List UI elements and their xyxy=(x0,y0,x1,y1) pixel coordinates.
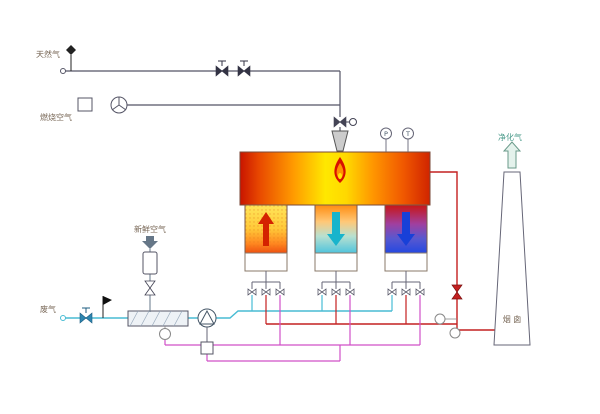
bed-1-valve-manifold xyxy=(247,271,285,345)
analyzer-instrument-2 xyxy=(449,327,461,339)
burner-assembly xyxy=(331,116,357,152)
air-intake-arrow-icon xyxy=(142,236,158,249)
inlet-valve-icon xyxy=(66,45,76,71)
inlet-filter xyxy=(127,310,189,327)
analyzer-instrument-1 xyxy=(434,313,457,325)
clean-gas-label: 净化气 xyxy=(498,132,522,142)
hot-gas-line xyxy=(266,171,495,331)
combustion-air-blower-icon xyxy=(110,96,128,114)
fuel-gas-piping: 天然气 燃烧空气 xyxy=(36,45,341,122)
fresh-air-branch: 新鲜空气 xyxy=(134,224,166,312)
bed-1-plenum xyxy=(244,252,288,272)
hot-gas-valve-icon xyxy=(451,284,463,300)
stack-label: 烟 囱 xyxy=(503,314,522,324)
valve-icon xyxy=(247,288,257,296)
fan-seal-pot xyxy=(200,327,214,355)
inlet-control-valve-icon xyxy=(79,307,93,324)
hot-gas-outlet-fittings xyxy=(434,284,463,339)
valve-icon xyxy=(415,288,425,296)
bed-2-plenum xyxy=(314,252,358,272)
flame-icon xyxy=(334,157,346,183)
up-arrow-icon xyxy=(258,212,274,246)
bed-3-plenum xyxy=(384,252,428,272)
stack-chimney xyxy=(493,171,531,346)
valve-icon xyxy=(317,288,327,296)
gas-valve-1-icon xyxy=(215,60,229,77)
bed-2-valve-manifold xyxy=(317,271,355,345)
valve-icon xyxy=(387,288,397,296)
combustion-chamber xyxy=(239,151,431,206)
combustion-air-label: 燃烧空气 xyxy=(40,112,72,122)
filter-drain-instrument xyxy=(159,326,171,340)
fresh-air-valve-icon xyxy=(144,280,156,296)
clean-gas-arrow-icon xyxy=(502,141,522,169)
temperature-indicator-label: T xyxy=(405,130,410,138)
pipe-flange-icon xyxy=(60,68,66,74)
burner-valve-icon xyxy=(333,116,357,128)
waste-gas-label: 废气 xyxy=(40,304,56,314)
valve-icon xyxy=(331,288,341,296)
rotameter-icon xyxy=(142,251,158,275)
burner-nozzle-icon xyxy=(331,130,349,152)
down-arrow-icon xyxy=(397,212,415,246)
pressure-indicator-label: P xyxy=(384,130,388,138)
valve-icon xyxy=(261,288,271,296)
main-fan-icon xyxy=(197,308,217,328)
fresh-air-label: 新鲜空气 xyxy=(134,224,166,234)
natural-gas-label: 天然气 xyxy=(36,49,60,59)
stack-group: 净化气 烟 囱 xyxy=(493,132,531,346)
air-filter-box-icon xyxy=(77,97,93,112)
purge-air-line xyxy=(164,340,420,362)
gas-valve-2-icon xyxy=(237,60,251,77)
valve-icon xyxy=(401,288,411,296)
valve-icon xyxy=(275,288,285,296)
heat-bed-3 xyxy=(384,204,428,272)
down-arrow-icon xyxy=(327,212,345,246)
valve-icon xyxy=(345,288,355,296)
waste-gas-train: 废气 xyxy=(40,296,217,355)
pressure-indicator: P xyxy=(380,127,392,152)
temperature-indicator: T xyxy=(402,127,414,152)
heat-bed-2 xyxy=(314,204,358,272)
bed-3-valve-manifold xyxy=(387,271,425,345)
waste-gas-line xyxy=(65,310,392,319)
heat-bed-1 xyxy=(244,204,288,272)
check-valve-icon xyxy=(102,296,112,318)
pipe-flange-icon xyxy=(60,315,66,321)
